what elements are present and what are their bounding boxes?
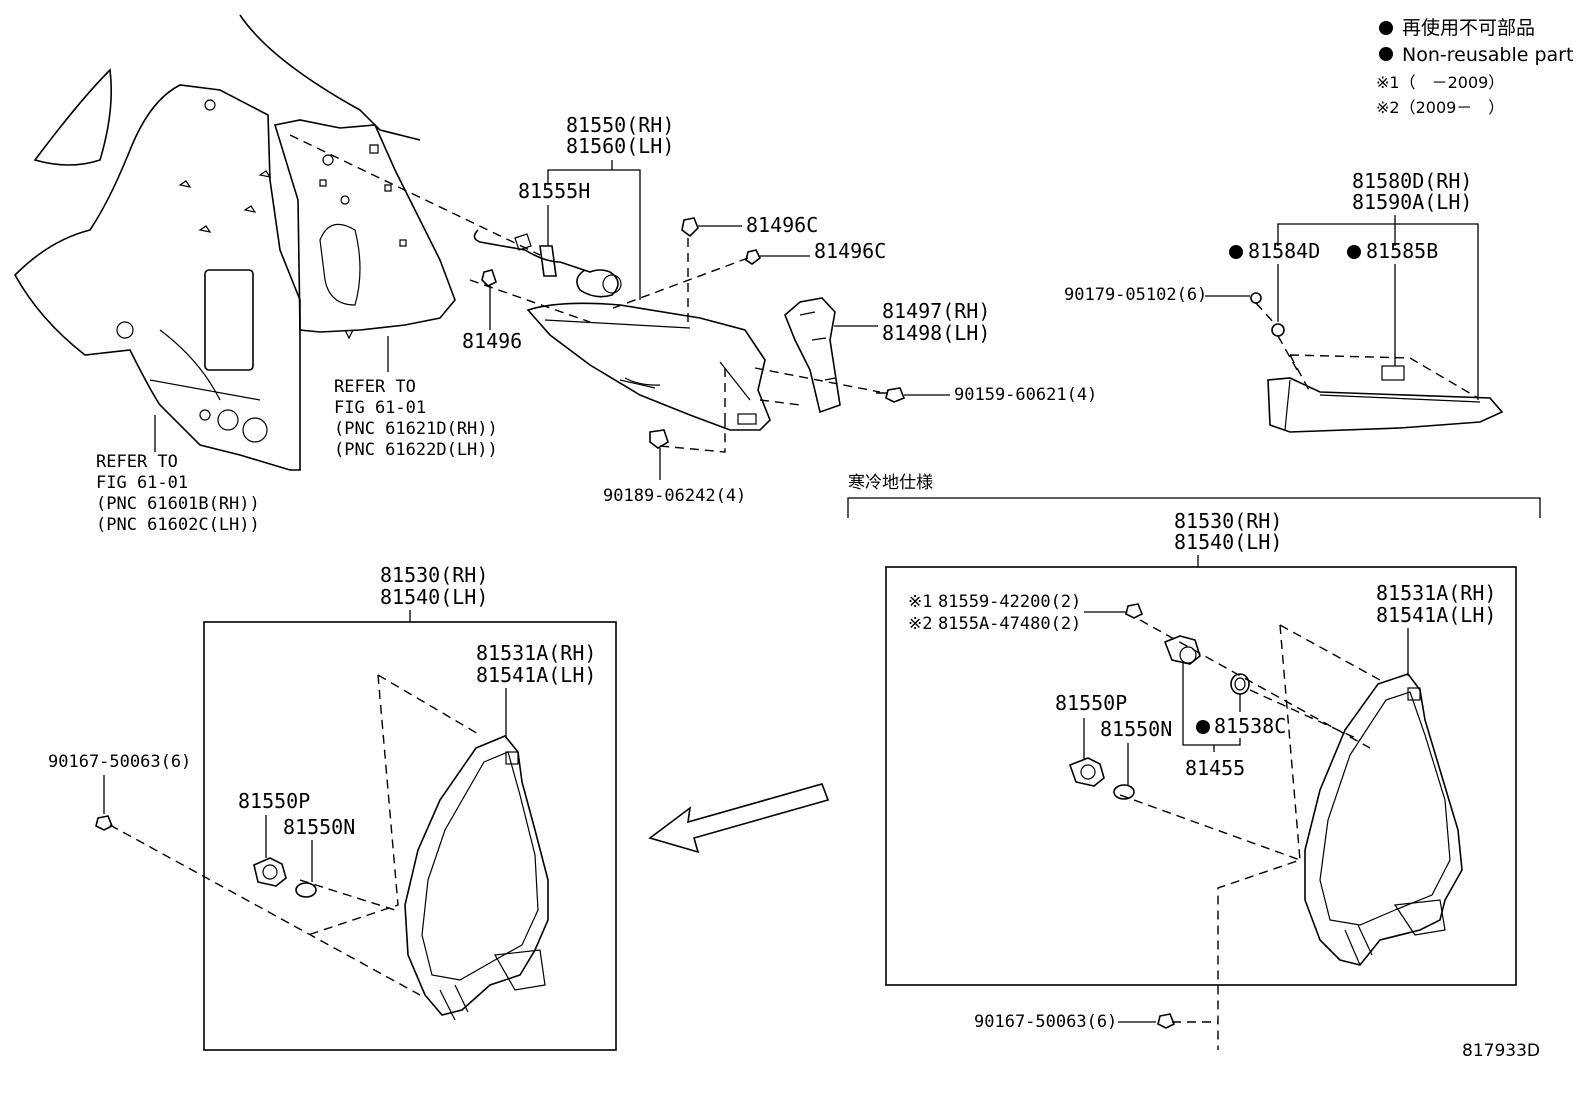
refer1-line3: (PNC 61621D(RH)) bbox=[334, 419, 498, 439]
direction-arrow bbox=[648, 783, 830, 854]
label-81497-rh: 81497(RH) bbox=[882, 299, 990, 323]
left-assembly-box bbox=[203, 621, 617, 1051]
right-label-81541a-lh: 81541A(LH) bbox=[1376, 603, 1496, 627]
right-label-81550n: 81550N bbox=[1100, 717, 1172, 741]
left-label-81540-lh: 81540(LH) bbox=[380, 585, 488, 609]
rear-reflector bbox=[1250, 292, 1504, 433]
refer1-line2: FIG 61-01 bbox=[334, 398, 426, 418]
legend: 再使用不可部品 Non-reusable part ※1（ －2009） ※2（… bbox=[1376, 17, 1573, 117]
cold-spec-title: 寒冷地仕様 bbox=[848, 473, 933, 493]
label-81496c-upper: 81496C bbox=[746, 213, 818, 237]
left-label-81550n: 81550N bbox=[283, 815, 355, 839]
inner-trim-panel bbox=[273, 119, 456, 340]
clip-81496c-upper bbox=[681, 217, 699, 238]
right-socket-81455 bbox=[1163, 635, 1201, 665]
lamp-bracket bbox=[784, 297, 841, 414]
legend-note-2: ※2（2009－ ） bbox=[1376, 98, 1504, 117]
legend-en: Non-reusable part bbox=[1402, 44, 1573, 66]
right-label-81550p: 81550P bbox=[1055, 691, 1127, 715]
left-bulb-socket-81550p bbox=[253, 857, 287, 887]
refer1-line4: (PNC 61622D(LH)) bbox=[334, 440, 498, 460]
body-panel bbox=[14, 14, 421, 471]
left-bulb-81550n bbox=[295, 882, 317, 898]
right-screw-81559 bbox=[1125, 603, 1144, 619]
legend-note-1: ※1（ －2009） bbox=[1376, 73, 1504, 92]
non-reusable-dot-icon bbox=[1379, 21, 1393, 35]
non-reusable-dot-icon bbox=[1196, 720, 1210, 734]
right-label-81559: 81559-42200(2) bbox=[938, 592, 1081, 612]
right-label-81538c: 81538C bbox=[1214, 714, 1286, 738]
right-side-marker-lens bbox=[1304, 673, 1463, 966]
right-label-8155a: 8155A-47480(2) bbox=[938, 614, 1081, 634]
non-reusable-dot-icon bbox=[1347, 245, 1361, 259]
right-bulb-81550n bbox=[1113, 784, 1135, 800]
figure-code: 817933D bbox=[1462, 1041, 1540, 1061]
label-81580d-rh: 81580D(RH) bbox=[1352, 169, 1472, 193]
label-81560-lh: 81560(LH) bbox=[566, 134, 674, 158]
right-gasket-81538c bbox=[1230, 673, 1250, 695]
cold-spec-bracket bbox=[847, 497, 1541, 518]
left-label-81530-rh: 81530(RH) bbox=[380, 563, 488, 587]
right-assembly-box bbox=[885, 566, 1517, 986]
label-81550-rh: 81550(RH) bbox=[566, 113, 674, 137]
rear-combination-lamp bbox=[526, 302, 771, 431]
right-screw-90167 bbox=[1157, 1013, 1176, 1029]
right-label-81531a-rh: 81531A(RH) bbox=[1376, 581, 1496, 605]
label-90179: 90179-05102(6) bbox=[1064, 285, 1207, 305]
left-label-81550p: 81550P bbox=[238, 789, 310, 813]
refer2-line1: REFER TO bbox=[96, 452, 178, 472]
left-label-81541a-lh: 81541A(LH) bbox=[476, 663, 596, 687]
right-bulb-socket-81550p bbox=[1068, 757, 1105, 787]
label-81555h: 81555H bbox=[518, 179, 590, 203]
left-label-81531a-rh: 81531A(RH) bbox=[476, 641, 596, 665]
left-screw-90167 bbox=[95, 815, 114, 831]
screw-90179 bbox=[1250, 292, 1262, 304]
refer1-line1: REFER TO bbox=[334, 377, 416, 397]
clip-81496c-lower bbox=[745, 249, 762, 265]
label-81498-lh: 81498(LH) bbox=[882, 321, 990, 345]
label-81590a-lh: 81590A(LH) bbox=[1352, 190, 1472, 214]
right-label-81540-lh: 81540(LH) bbox=[1174, 530, 1282, 554]
right-label-81530-rh: 81530(RH) bbox=[1174, 509, 1282, 533]
clip-81496 bbox=[481, 269, 497, 287]
label-90189: 90189-06242(4) bbox=[603, 486, 746, 506]
right-note1-mark: ※1 bbox=[908, 592, 932, 612]
label-90159: 90159-60621(4) bbox=[954, 385, 1097, 405]
left-side-marker-lens bbox=[404, 735, 549, 1021]
refer2-line3: (PNC 61601B(RH)) bbox=[96, 494, 260, 514]
refer2-line2: FIG 61-01 bbox=[96, 473, 188, 493]
right-label-90167: 90167-50063(6) bbox=[974, 1012, 1117, 1032]
label-81585b: 81585B bbox=[1366, 239, 1438, 263]
non-reusable-dot-icon bbox=[1229, 245, 1243, 259]
label-81584d: 81584D bbox=[1248, 239, 1320, 263]
nut-90189 bbox=[649, 429, 669, 449]
right-label-81455: 81455 bbox=[1185, 756, 1245, 780]
refer2-line4: (PNC 61602C(LH)) bbox=[96, 515, 260, 535]
clip-81584d bbox=[1271, 323, 1285, 337]
left-label-90167: 90167-50063(6) bbox=[48, 752, 191, 772]
right-note2-mark: ※2 bbox=[908, 614, 932, 634]
bolt-90159 bbox=[876, 387, 906, 403]
label-81496: 81496 bbox=[462, 329, 522, 353]
label-81496c-lower: 81496C bbox=[814, 239, 886, 263]
legend-jp: 再使用不可部品 bbox=[1402, 17, 1535, 39]
non-reusable-dot-icon bbox=[1379, 47, 1393, 61]
